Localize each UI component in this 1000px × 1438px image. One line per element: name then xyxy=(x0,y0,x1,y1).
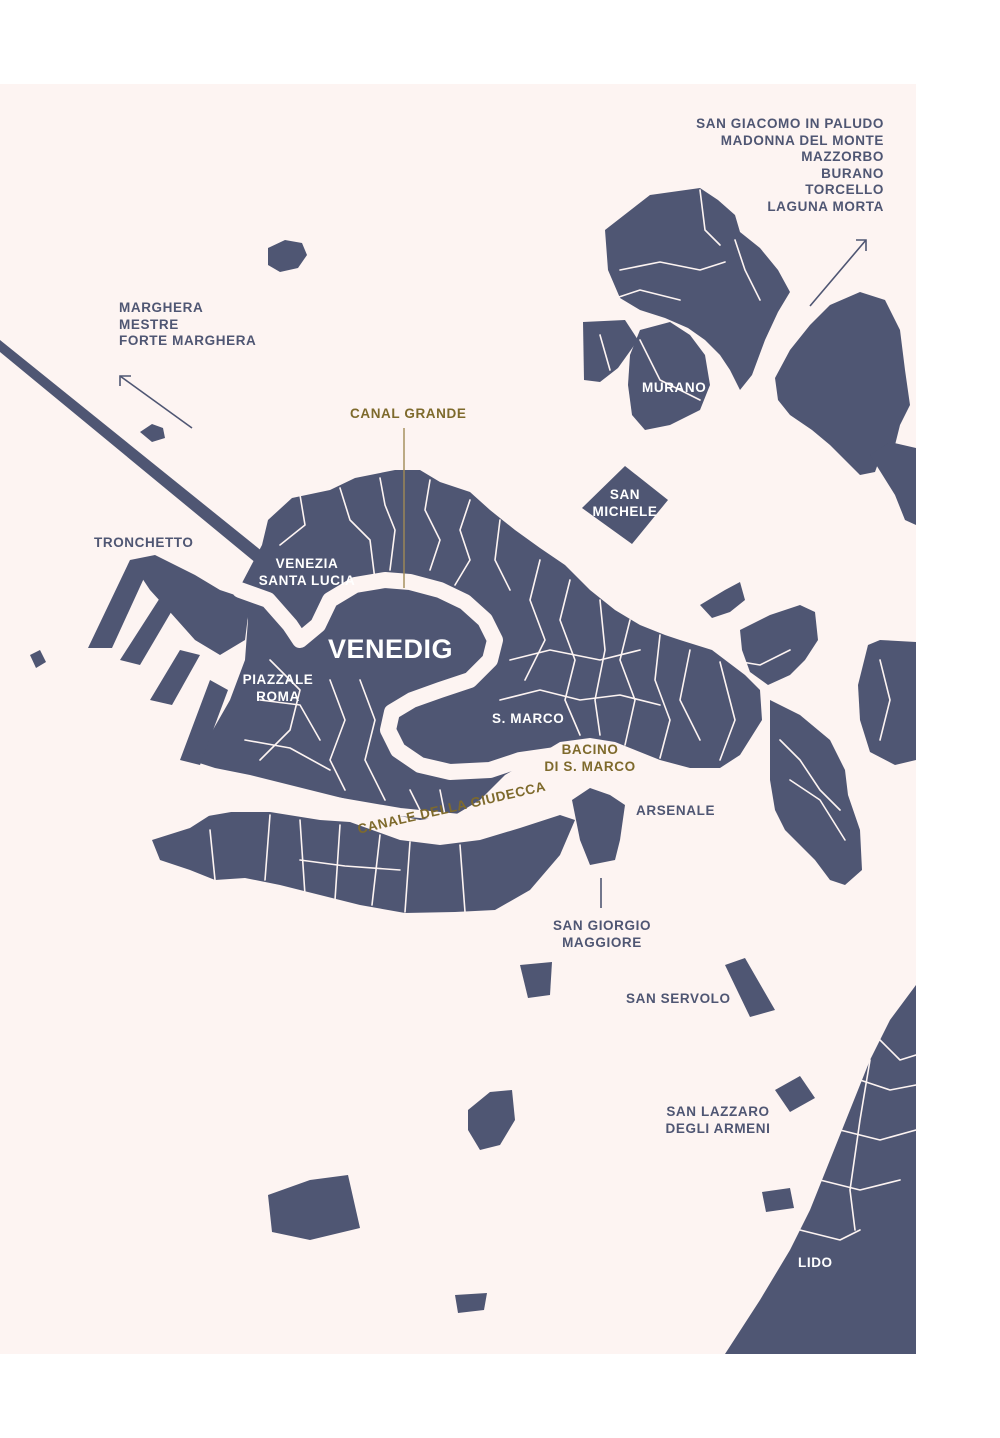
label-madonna-del-monte: MADONNA DEL MONTE xyxy=(720,132,884,148)
san-servolo-island xyxy=(725,958,775,1017)
san-giorgio-label: SAN GIORGIO MAGGIORE xyxy=(552,918,652,950)
label-forte-marghera: FORTE MARGHERA xyxy=(119,333,257,348)
island-south-2 xyxy=(468,1090,515,1150)
murano-label: MURANO xyxy=(642,380,707,395)
certosa-island xyxy=(700,582,745,618)
leaders xyxy=(119,239,867,908)
label-laguna-morta: LAGUNA MORTA xyxy=(767,198,884,214)
arrow-northwest-icon xyxy=(119,375,193,429)
label-san-giacomo: SAN GIACOMO IN PALUDO xyxy=(696,116,884,131)
sant-elena xyxy=(858,640,916,765)
northeast-island xyxy=(775,292,910,475)
tronchetto-pier-1 xyxy=(88,560,150,648)
island-south-4 xyxy=(268,1175,360,1240)
san-servolo-label: SAN SERVOLO xyxy=(626,991,731,1006)
east-island-strip xyxy=(870,442,916,525)
arrow-northeast-icon xyxy=(809,239,867,307)
causeway xyxy=(0,340,268,568)
arsenale-label: ARSENALE xyxy=(636,803,716,818)
island-nw xyxy=(268,240,307,272)
san-giorgio-island xyxy=(572,788,625,865)
mainland-label: MARGHERA MESTRE FORTE MARGHERA xyxy=(119,300,256,350)
murano-west xyxy=(583,320,638,382)
city-name: VENEDIG xyxy=(328,634,454,664)
tronchetto-pier-4 xyxy=(180,680,228,765)
giudecca-canal-water xyxy=(186,792,574,822)
piazzale-roma-label: PIAZZALE ROMA xyxy=(242,672,314,704)
island-south-1 xyxy=(520,962,552,998)
label-mestre: MESTRE xyxy=(119,316,179,332)
venice-main-island xyxy=(190,470,762,820)
island-south-3 xyxy=(762,1188,794,1212)
castello-east xyxy=(770,700,862,885)
santa-lucia-label: VENEZIA SANTA LUCIA xyxy=(258,556,356,588)
lido-island xyxy=(725,985,916,1354)
tronchetto-label: TRONCHETTO xyxy=(94,535,194,550)
label-burano: BURANO xyxy=(821,165,884,181)
tronchetto-pier-3 xyxy=(150,650,200,705)
label-mazzorbo: MAZZORBO xyxy=(801,149,884,164)
san-michele-island xyxy=(582,466,668,544)
lido-label: LIDO xyxy=(798,1255,833,1270)
label-torcello: TORCELLO xyxy=(805,182,884,197)
island-south-5 xyxy=(455,1293,487,1313)
san-lazzaro-island xyxy=(775,1076,815,1112)
island-mainland-small xyxy=(140,424,165,442)
murano-island xyxy=(628,322,710,430)
canal-grande-water xyxy=(232,572,598,780)
san-michele-label: SAN MICHELE xyxy=(592,487,658,519)
san-lazzaro-label: SAN LAZZARO DEGLI ARMENI xyxy=(665,1104,771,1136)
northern-island-cluster xyxy=(605,188,790,390)
tronchetto-block xyxy=(130,555,250,655)
northeast-islands-label: SAN GIACOMO IN PALUDO MADONNA DEL MONTE … xyxy=(620,116,884,215)
inner-canals xyxy=(209,189,917,1241)
tronchetto-pier-2 xyxy=(120,590,180,665)
canal-grande-label: CANAL GRANDE xyxy=(350,406,467,421)
bacino-label: BACINO DI S. MARCO xyxy=(544,742,636,774)
canals xyxy=(186,189,917,1241)
landmasses xyxy=(0,188,916,1354)
san-marco-label: S. MARCO xyxy=(492,711,565,726)
label-marghera: MARGHERA xyxy=(119,300,204,315)
island-west-tip xyxy=(30,650,46,668)
giudecca-island xyxy=(152,812,575,913)
